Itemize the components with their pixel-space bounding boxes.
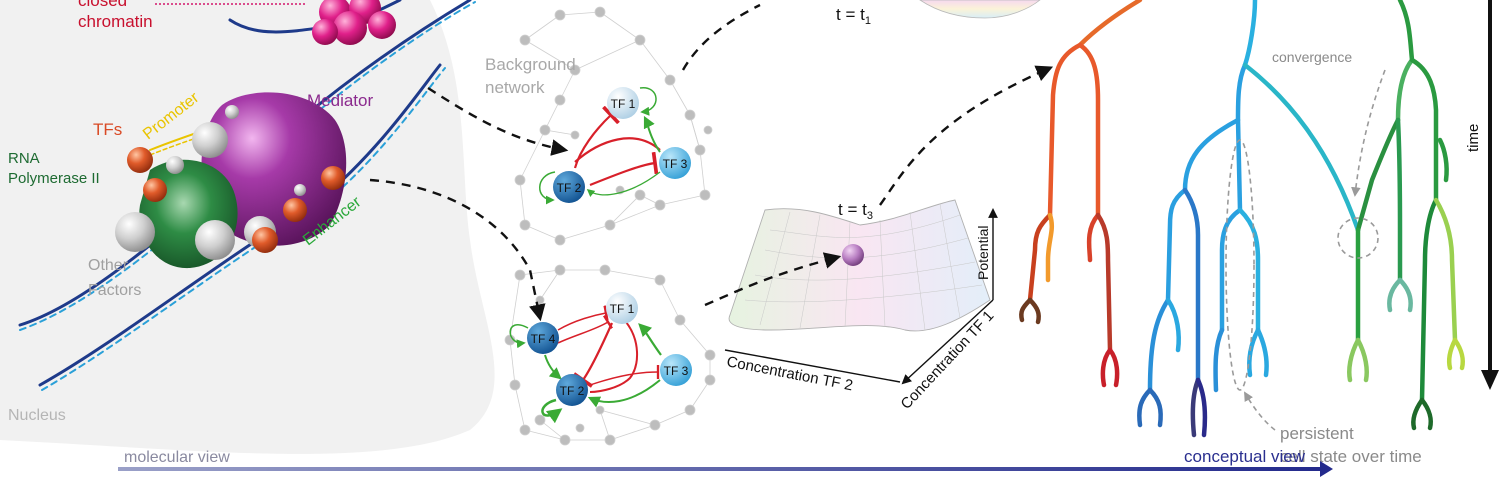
rna-polymerase-label-2: Polymerase II [8, 170, 100, 187]
tfs-label: TFs [93, 120, 122, 139]
landscape-top [920, 0, 1040, 18]
landscape-bottom [729, 200, 990, 331]
t3-label-sub: 3 [867, 210, 873, 222]
persistent-label-1: persistent [1280, 424, 1354, 443]
molecular-view-label: molecular view [124, 449, 230, 466]
tf-nodes-top: TF 1 TF 2 TF 3 [553, 87, 691, 203]
t1-label-sub: 1 [865, 15, 871, 27]
t1-label: t = t1 [836, 5, 871, 27]
closed-chromatin-label-2: chromatin [78, 12, 153, 31]
t1-label-main: t = t [836, 5, 865, 24]
tf3-label-top: TF 3 [663, 157, 688, 171]
background-network-top [515, 7, 712, 245]
tf4-label-bottom: TF 4 [531, 332, 556, 346]
background-network-bottom [505, 265, 715, 445]
state-ball [842, 244, 864, 266]
convergence-label: convergence [1272, 49, 1352, 65]
other-factors-label-1: Other [88, 257, 129, 274]
tf3-label-bottom: TF 3 [664, 364, 689, 378]
background-network-label-1: Background [485, 55, 576, 74]
potential-label: Potential [975, 226, 991, 280]
conc-tf2-label: Concentration TF 2 [725, 353, 854, 394]
tf2-label-bottom: TF 2 [560, 384, 585, 398]
tf2-label-top: TF 2 [557, 181, 582, 195]
time-arrow [1481, 0, 1499, 390]
other-factors-label-2: Factors [88, 282, 141, 299]
conceptual-view-label: conceptual view [1184, 447, 1306, 466]
background-network-label-2: network [485, 78, 545, 97]
t3-label: t = t3 [838, 200, 873, 222]
closed-chromatin-label-1: closed [78, 0, 127, 10]
tf1-label-top: TF 1 [611, 97, 636, 111]
nucleus-label: Nucleus [8, 407, 66, 424]
tf1-label-bottom: TF 1 [610, 302, 635, 316]
time-label: time [1465, 124, 1482, 152]
t3-label-main: t = t [838, 200, 867, 219]
rna-polymerase-label-1: RNA [8, 150, 40, 167]
network-labels: Background network [485, 55, 576, 97]
mediator-label: Mediator [307, 91, 373, 110]
lineage-tree [1021, 0, 1462, 435]
